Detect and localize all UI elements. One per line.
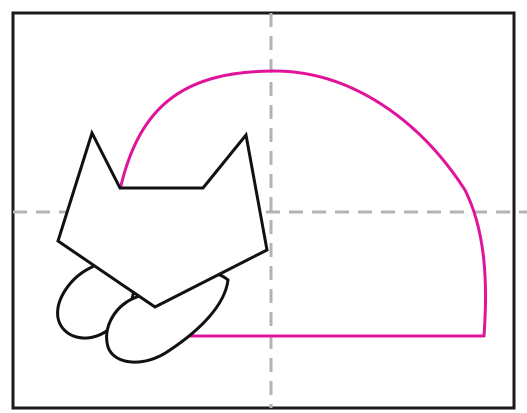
cat-diagram-canvas: [0, 0, 527, 413]
